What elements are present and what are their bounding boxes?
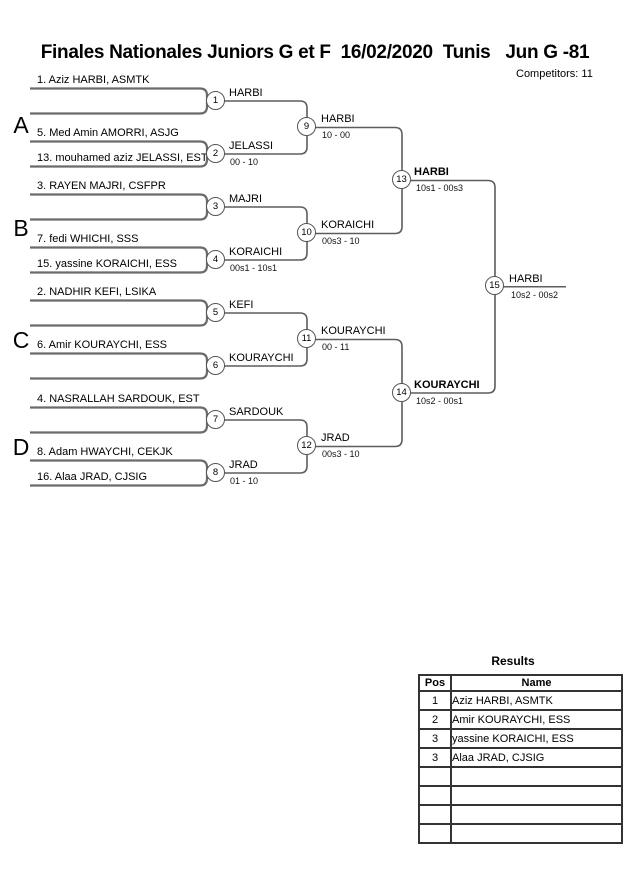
match-3-circle: 3 [206,197,225,216]
match-4-score: 00s1 - 10s1 [230,263,278,273]
result-name: yassine KORAICHI, ESS [450,728,623,749]
result-pos [418,766,452,787]
section-label-b: B [13,215,29,241]
match-10-circle: 10 [297,223,316,242]
bracket-line [30,87,209,115]
results-header-name: Name [450,674,623,692]
result-row [418,766,623,787]
match-14-circle: 14 [392,383,411,402]
match-12-score: 00s3 - 10 [322,449,360,459]
bracket-line [30,299,209,327]
match-4-winner: KORAICHI [229,246,283,258]
match-10-score: 00s3 - 10 [322,236,360,246]
match-12-circle: 12 [297,436,316,455]
match-1-winner: HARBI [229,87,263,99]
match-15-circle: 15 [485,276,504,295]
match-13-circle: 13 [392,170,411,189]
results-header-pos: Pos [418,674,452,692]
match-2-score: 00 - 10 [230,157,259,167]
player-entry-6: 6. Amir KOURAYCHI, ESS [37,339,167,351]
match-2-winner: JELASSI [229,140,274,152]
result-pos: 3 [418,747,452,768]
player-entry-7: 7. fedi WHICHI, SSS [37,233,139,245]
bracket-line [315,338,403,448]
match-2-circle: 2 [206,144,225,163]
section-label-a: A [13,112,29,138]
match-14-score: 10s2 - 00s1 [416,396,464,406]
match-15-score: 10s2 - 00s2 [511,290,559,300]
match-7-circle: 7 [206,410,225,429]
results-header-row: Pos Name [418,674,623,692]
bracket-line [315,126,403,235]
result-pos: 3 [418,728,452,749]
result-row [418,823,623,844]
match-15-winner: HARBI [509,273,543,285]
match-8-winner: JRAD [229,459,258,471]
result-row [418,804,623,825]
match-3-winner: MAJRI [229,193,262,205]
match-9-circle: 9 [297,117,316,136]
match-13-winner: HARBI [414,166,449,178]
page-title: Finales Nationales Juniors G et F 16/02/… [40,42,590,63]
match-5-winner: KEFI [229,299,254,311]
competitors-count: Competitors: 11 [516,68,593,80]
result-name [450,804,623,825]
player-entry-2: 2. NADHIR KEFI, LSIKA [37,286,157,298]
match-5-circle: 5 [206,303,225,322]
match-14-winner: KOURAYCHI [414,379,480,391]
match-11-circle: 11 [297,329,316,348]
player-entry-1: 1. Aziz HARBI, ASMTK [37,74,150,86]
result-name: Amir KOURAYCHI, ESS [450,709,623,730]
result-name [450,785,623,806]
section-label-c: C [12,327,30,353]
result-name [450,823,623,844]
match-9-winner: HARBI [321,113,355,125]
match-4-circle: 4 [206,250,225,269]
match-11-score: 00 - 11 [322,342,350,352]
result-row: 1 Aziz HARBI, ASMTK [418,690,623,711]
result-pos [418,785,452,806]
player-entry-16: 16. Alaa JRAD, CJSIG [37,471,148,483]
match-6-circle: 6 [206,356,225,375]
match-8-score: 01 - 10 [230,476,259,486]
match-12-winner: JRAD [321,432,350,444]
match-7-winner: SARDOUK [229,406,284,418]
player-entry-13: 13. mouhamed aziz JELASSI, EST [37,152,208,164]
player-entry-15: 15. yassine KORAICHI, ESS [37,258,177,270]
result-name: Alaa JRAD, CJSIG [450,747,623,768]
result-name: Aziz HARBI, ASMTK [450,690,623,711]
result-pos: 2 [418,709,452,730]
match-6-winner: KOURAYCHI [229,352,294,364]
result-pos: 1 [418,690,452,711]
result-pos [418,804,452,825]
result-row: 2 Amir KOURAYCHI, ESS [418,709,623,730]
player-entry-5: 5. Med Amin AMORRI, ASJG [37,127,179,139]
bracket-line [30,193,209,221]
match-10-winner: KORAICHI [321,219,375,231]
results-table: Pos Name 1 Aziz HARBI, ASMTK 2 Amir KOUR… [418,674,623,844]
bracket-line [30,406,209,434]
result-row: 3 Alaa JRAD, CJSIG [418,747,623,768]
bracket-line [410,179,496,394]
result-pos [418,823,452,844]
result-row: 3 yassine KORAICHI, ESS [418,728,623,749]
result-name [450,766,623,787]
section-label-d: D [12,434,30,460]
player-entry-8: 8. Adam HWAYCHI, CEKJK [37,446,173,458]
match-9-score: 10 - 00 [322,130,351,140]
player-entry-4: 4. NASRALLAH SARDOUK, EST [37,393,200,405]
result-row [418,785,623,806]
results-title: Results [491,654,535,668]
match-11-winner: KOURAYCHI [321,325,386,337]
match-13-score: 10s1 - 00s3 [416,183,464,193]
bracket-line [30,352,209,380]
match-8-circle: 8 [206,463,225,482]
player-entry-3: 3. RAYEN MAJRI, CSFPR [37,180,166,192]
match-1-circle: 1 [206,91,225,110]
